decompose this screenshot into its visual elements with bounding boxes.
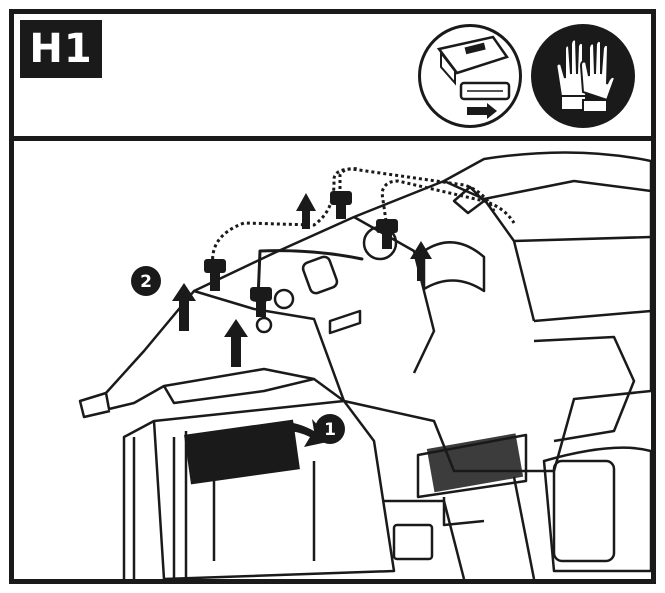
panel-header: H1 (14, 14, 651, 141)
battery-removal-icon (418, 24, 522, 128)
latch-rotate-arrow (246, 419, 332, 447)
lift-arrows (172, 193, 432, 367)
tool-body-outline (104, 151, 653, 473)
callout-2-number: 2 (140, 272, 152, 292)
removed-screws (204, 191, 398, 317)
callout-1-number: 1 (324, 420, 336, 440)
instruction-panel: H1 (9, 9, 656, 584)
gloves-icon (531, 24, 635, 128)
callout-2: 2 (131, 266, 161, 296)
callout-1: 1 (315, 414, 345, 444)
hex-wrench (256, 249, 364, 301)
nailer-illustration: 1 2 (14, 141, 653, 581)
magazine-grille (184, 419, 300, 485)
step-label: H1 (20, 20, 102, 78)
